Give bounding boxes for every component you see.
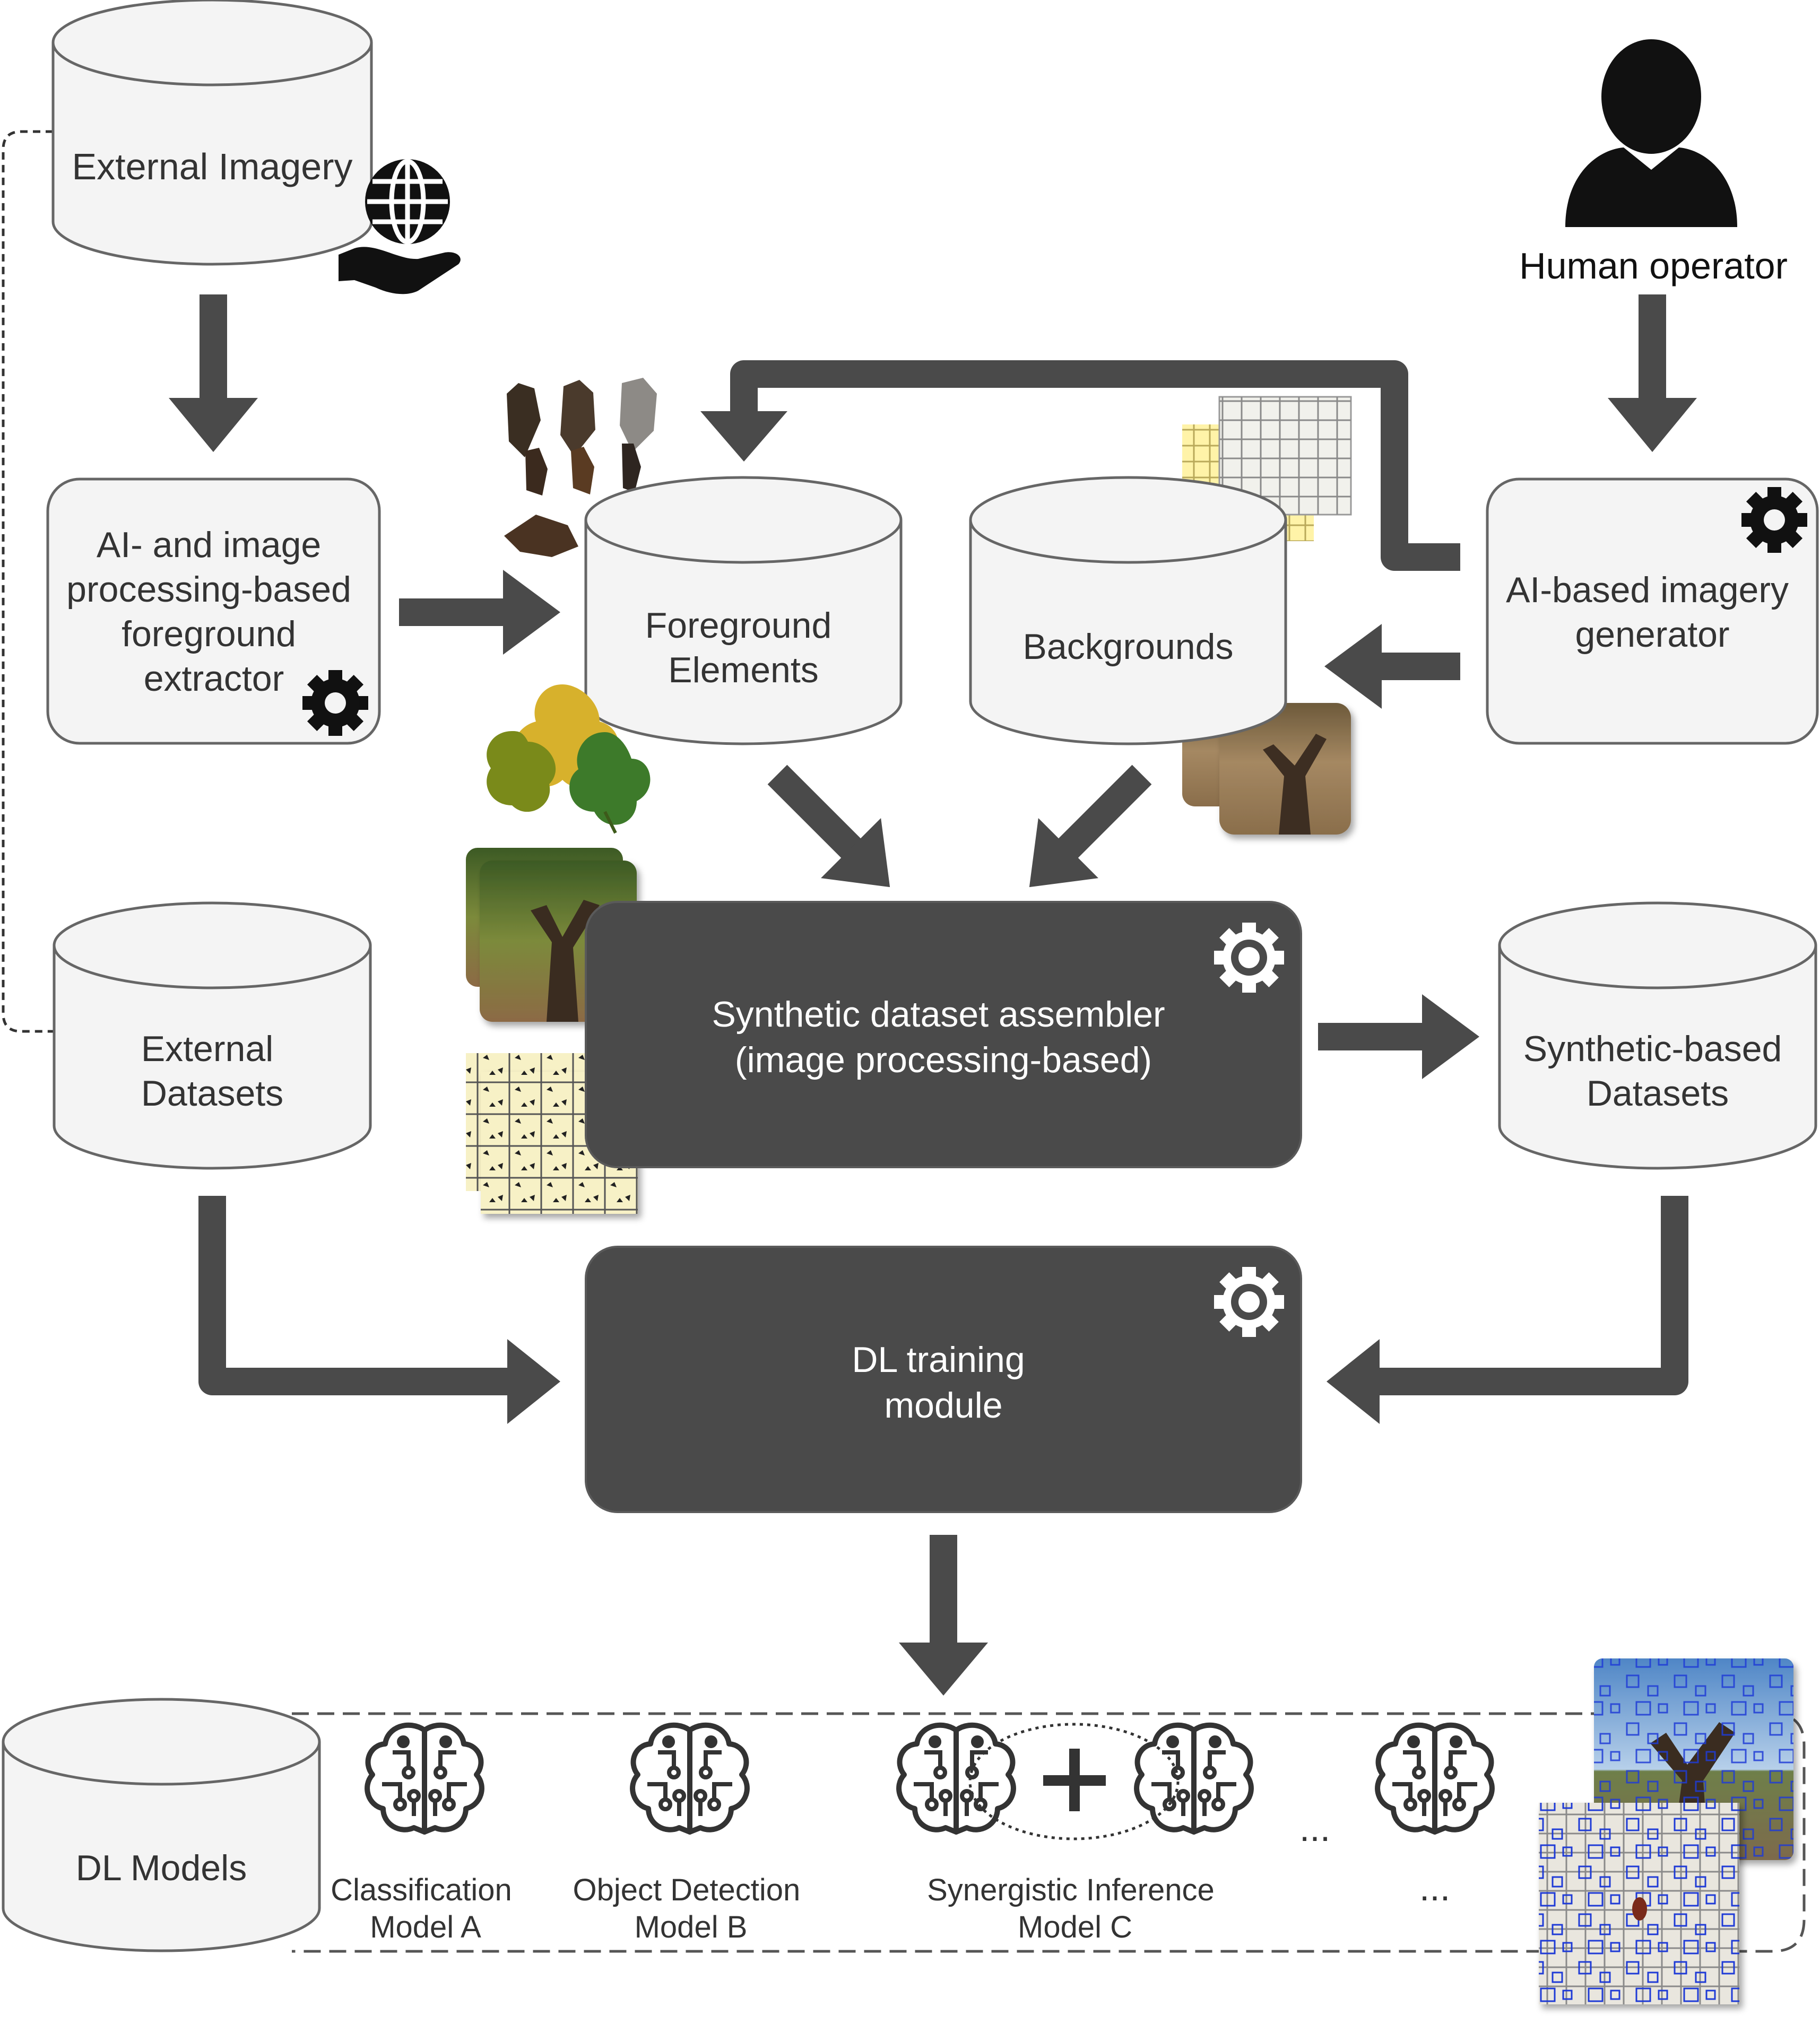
external-imagery-label: External Imagery [72,146,352,187]
synthetic-datasets-db: Synthetic-based Datasets [1498,901,1817,1170]
arrow-generator-to-foreground [730,360,1460,571]
arrow-synthetic-to-training [1365,1196,1688,1395]
model-b-label: Object Detection Model B [573,1873,809,1944]
dataset-assembler-box: Synthetic dataset assembler (image proce… [585,901,1302,1168]
arrow-external-to-training [198,1196,522,1395]
arrow-imagery-to-extractor [169,294,258,452]
dataset-assembler-label: Synthetic dataset assembler (image proce… [712,994,1175,1080]
backgrounds-db: Backgrounds [969,476,1287,745]
brain-circuit-icon [899,1725,1013,1832]
globe-hand-icon [339,159,461,294]
imagery-generator-box: AI-based imagery generator [1486,473,1820,745]
ellipsis-mid: ... [1299,1808,1330,1849]
models-container [292,1712,1806,1953]
arrow-assembler-to-synthetic [1318,994,1479,1079]
background-thumbnails [1182,396,1352,835]
arrow-backgrounds-to-assembler [1029,765,1152,888]
external-datasets-db: External Datasets [53,901,372,1170]
dl-models-label: DL Models [76,1848,247,1888]
brain-circuit-icon [1377,1725,1492,1832]
leaf-thumbnails [487,684,651,834]
foreground-extractor-box: AI- and image processing-based foregroun… [46,477,382,750]
brain-circuit-icon [367,1725,482,1832]
model-a-label: Classification Model A [331,1873,521,1944]
arrow-generator-to-foreground-head [700,411,787,462]
foreground-elements-label: Foreground Elements [645,605,842,690]
arrow-synthetic-to-training-head [1327,1339,1380,1424]
dl-models-db: DL Models [2,1698,321,1952]
dashed-link-external [2,130,53,1033]
plus-icon [1043,1749,1106,1811]
model-more-label: ... [1419,1867,1450,1908]
foreground-elements-db: Foreground Elements [584,476,903,745]
arrow-generator-to-backgrounds [1324,624,1460,709]
dl-training-box: DL training module [585,1246,1302,1513]
external-datasets-label: External Datasets [141,1029,283,1114]
backgrounds-label: Backgrounds [1023,627,1234,667]
moth-thumbnails [504,378,657,557]
arrow-external-to-training-head [507,1339,560,1424]
arrow-extractor-to-foreground [399,570,560,655]
person-icon [1565,39,1737,227]
model-c-label: Synergistic Inference Model C [927,1873,1223,1944]
arrow-operator-to-generator [1608,294,1697,452]
imagery-generator-label: AI-based imagery generator [1506,570,1799,655]
external-imagery-db: External Imagery [51,0,373,266]
brain-circuit-icon [632,1725,747,1832]
arrow-foreground-to-assembler [767,765,890,888]
human-operator-label: Human operator [1519,245,1788,286]
synergy-ellipse [968,1723,1180,1840]
synthetic-datasets-label: Synthetic-based Datasets [1523,1029,1792,1114]
dl-training-label: DL training module [852,1340,1035,1426]
detection-thumbnails [1539,1658,1793,2004]
foreground-extractor-label: AI- and image processing-based foregroun… [66,525,361,699]
brain-circuit-icon [1137,1725,1251,1832]
arrow-training-to-models [899,1535,988,1696]
